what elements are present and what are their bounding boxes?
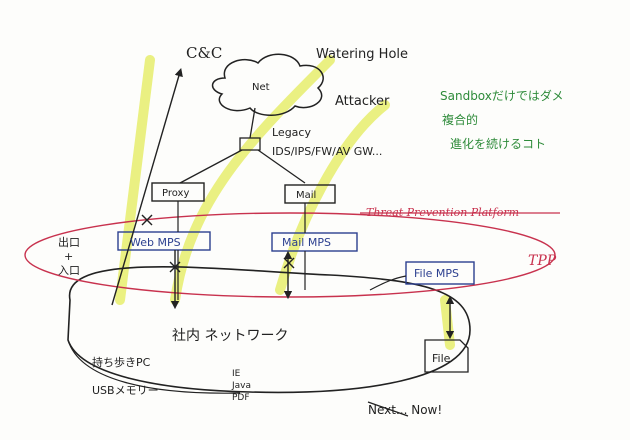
router-to-proxy xyxy=(179,149,243,184)
attacker-label: Attacker xyxy=(335,94,390,109)
threat-platform-label: Threat Prevention Platform xyxy=(366,206,519,219)
block-marks xyxy=(141,214,295,273)
mail-box xyxy=(284,184,336,204)
java-label: Java xyxy=(231,381,251,391)
next-now-label: Next... Now! xyxy=(368,403,442,417)
note-line-1: Sandboxだけではダメ xyxy=(440,88,564,103)
watering-hole-label: Watering Hole xyxy=(316,47,408,62)
ie-label: IE xyxy=(232,369,241,379)
cnc-label: C&C xyxy=(186,44,222,62)
exit-label: 出口 xyxy=(58,235,80,249)
block-x xyxy=(283,257,295,269)
entry-label: 入口 xyxy=(58,264,80,277)
file-document-icon xyxy=(424,339,469,373)
legacy-label: Legacy xyxy=(272,126,311,139)
net-to-filemps xyxy=(369,275,407,291)
net-cloud xyxy=(211,53,324,116)
mobile-pc-label: 持ち歩きPC xyxy=(92,355,151,369)
net-to-router xyxy=(249,107,256,139)
network-stroke xyxy=(67,339,241,394)
usb-memory-label: USBメモリー xyxy=(92,384,159,397)
pdf-label: PDF xyxy=(232,393,250,403)
note-line-3: 進化を続けるコト xyxy=(450,137,546,151)
net-label: Net xyxy=(252,82,270,93)
web-mps-label: Web MPS xyxy=(130,236,181,249)
block-x xyxy=(169,261,181,273)
internal-network-label: 社内 ネットワーク xyxy=(172,328,288,344)
mail-mps-label: Mail MPS xyxy=(282,236,331,249)
file-label: File xyxy=(432,352,451,365)
plus-label: + xyxy=(64,250,73,263)
legacy-devices-label: IDS/IPS/FW/AV GW... xyxy=(272,145,382,158)
mail-label: Mail xyxy=(296,190,316,201)
internal-network-boundary xyxy=(67,266,471,394)
note-line-2: 複合的 xyxy=(442,112,478,127)
proxy-label: Proxy xyxy=(162,188,189,199)
hl-file xyxy=(440,295,455,350)
block-x xyxy=(141,214,153,226)
arrow-to-cnc xyxy=(111,67,183,306)
tpp-label: TPP xyxy=(528,253,557,269)
web-mps-box xyxy=(117,231,211,251)
file-mps-label: File MPS xyxy=(414,267,459,280)
file-mps-box xyxy=(405,261,475,285)
router-to-mail xyxy=(257,149,306,184)
hl-watering xyxy=(170,55,335,305)
mail-mps-box xyxy=(271,232,358,252)
next-strike xyxy=(367,401,409,417)
